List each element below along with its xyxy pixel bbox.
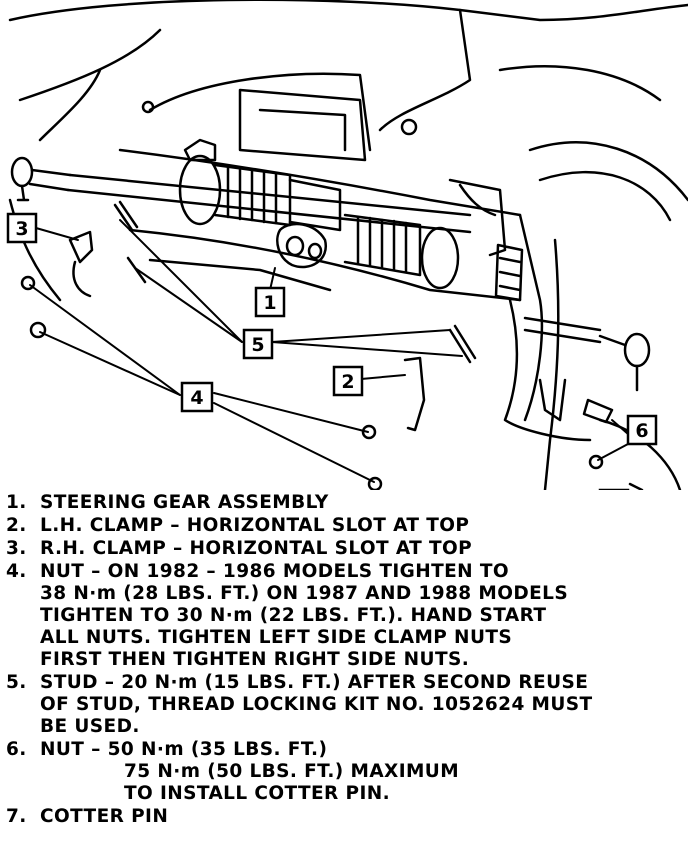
legend-text: COTTER PIN	[40, 806, 169, 827]
svg-text:5: 5	[251, 334, 264, 356]
legend-text: BE USED.	[40, 716, 140, 737]
legend-text: L.H. CLAMP – HORIZONTAL SLOT AT TOP	[40, 515, 470, 536]
legend-item-7: 7. COTTER PIN	[6, 806, 682, 828]
callout-5: 5	[242, 328, 274, 360]
legend-text: R.H. CLAMP – HORIZONTAL SLOT AT TOP	[40, 538, 473, 559]
callout-4: 4	[180, 381, 214, 413]
firewall-background	[8, 0, 688, 490]
steering-gear-diagram: 1 2 3 4 5 6 7	[6, 0, 688, 490]
legend-number: 4.	[6, 561, 27, 582]
legend-item-1: 1. STEERING GEAR ASSEMBLY	[6, 492, 682, 514]
legend-item-3: 3. R.H. CLAMP – HORIZONTAL SLOT AT TOP	[6, 538, 682, 560]
callout-6: 6	[626, 414, 658, 446]
legend-text: FIRST THEN TIGHTEN RIGHT SIDE NUTS.	[40, 649, 470, 670]
leader-lines	[29, 219, 629, 483]
legend-number: 3.	[6, 538, 27, 559]
callout-3: 3	[6, 212, 38, 244]
legend-number: 1.	[6, 492, 27, 513]
callout-1: 1	[254, 286, 286, 318]
legend-text: NUT – ON 1982 – 1986 MODELS TIGHTEN TO	[40, 561, 510, 582]
legend-number: 5.	[6, 672, 27, 693]
svg-text:3: 3	[15, 218, 28, 240]
legend-text: OF STUD, THREAD LOCKING KIT NO. 1052624 …	[40, 694, 593, 715]
callout-2: 2	[332, 365, 364, 397]
legend-item-4: 4. NUT – ON 1982 – 1986 MODELS TIGHTEN T…	[6, 561, 682, 671]
legend-text: 75 N·m (50 LBS. FT.) MAXIMUM	[124, 761, 460, 782]
steering-gear-body	[10, 138, 651, 392]
svg-text:4: 4	[190, 387, 203, 409]
legend-text: 38 N·m (28 LBS. FT.) ON 1987 AND 1988 MO…	[40, 583, 569, 604]
legend-item-5: 5. STUD – 20 N·m (15 LBS. FT.) AFTER SEC…	[6, 672, 682, 738]
legend-text: NUT – 50 N·m (35 LBS. FT.)	[40, 739, 328, 760]
legend-item-6: 6. NUT – 50 N·m (35 LBS. FT.) 75 N·m (50…	[6, 739, 682, 805]
parts-legend: 1. STEERING GEAR ASSEMBLY 2. L.H. CLAMP …	[6, 492, 682, 829]
legend-number: 7.	[6, 806, 27, 827]
legend-number: 6.	[6, 739, 27, 760]
svg-text:6: 6	[635, 420, 648, 442]
legend-text: TO INSTALL COTTER PIN.	[124, 783, 391, 804]
legend-text: ALL NUTS. TIGHTEN LEFT SIDE CLAMP NUTS	[40, 627, 513, 648]
svg-text:1: 1	[263, 292, 276, 314]
legend-item-2: 2. L.H. CLAMP – HORIZONTAL SLOT AT TOP	[6, 515, 682, 537]
legend-text: TIGHTEN TO 30 N·m (22 LBS. FT.). HAND ST…	[40, 605, 547, 626]
clamp-parts	[20, 200, 644, 490]
legend-number: 2.	[6, 515, 27, 536]
legend-text: STUD – 20 N·m (15 LBS. FT.) AFTER SECOND…	[40, 672, 589, 693]
svg-text:2: 2	[341, 371, 354, 393]
legend-text: STEERING GEAR ASSEMBLY	[40, 492, 329, 513]
